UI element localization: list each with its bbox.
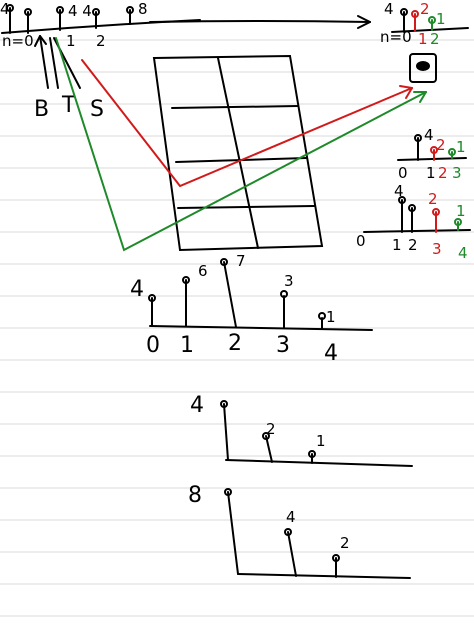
lower-plot-1-val-4: 4 — [190, 393, 204, 418]
lower-plot-2-val-4: 4 — [286, 508, 296, 526]
right-plot-2-tick-2: 2 — [408, 236, 418, 254]
mid-plot-axis — [149, 325, 373, 331]
ruled-lines — [0, 39, 474, 617]
top-right-val-4: 4 — [384, 0, 394, 18]
right-plot-1-tick-0: 0 — [398, 164, 408, 182]
lower-plot-2-val-8: 8 — [188, 483, 202, 508]
right-plot-2-tick-0: 0 — [356, 232, 366, 250]
top-left-signal — [1, 4, 201, 34]
mid-plot-val-3: 3 — [284, 272, 294, 290]
bts-b: B — [34, 97, 49, 122]
mid-plot-tick-2: 2 — [228, 331, 242, 356]
top-right-n-label: n=0 — [380, 28, 412, 46]
lower-plot-2-val-2: 2 — [340, 534, 350, 552]
right-plot-2-tick-4: 4 — [458, 244, 468, 262]
mid-plot — [148, 258, 373, 331]
right-plot-1-val-2: 2 — [436, 136, 446, 154]
red-arrow — [81, 59, 413, 188]
mid-plot-tick-0: 0 — [146, 333, 160, 358]
top-left-val-8: 8 — [138, 0, 148, 18]
bts-t: T — [61, 93, 76, 118]
top-left-val-44: 4 4 — [68, 2, 92, 20]
mid-plot-val-1: 1 — [326, 308, 336, 326]
bts-s: S — [90, 97, 104, 122]
mid-plot-val-6: 6 — [198, 262, 208, 280]
lower-plot-1-val-1: 1 — [316, 432, 326, 450]
right-plot-2-val-4: 4 — [394, 182, 404, 200]
top-right-signal — [391, 8, 469, 33]
top-arrow — [149, 15, 371, 29]
mid-plot-val-4: 4 — [130, 277, 144, 302]
lower-plot-1-axis — [225, 459, 413, 467]
mid-plot-tick-4: 4 — [324, 341, 338, 366]
top-right-red-val: 2 — [420, 0, 430, 18]
right-plot-1-tick-2: 2 — [438, 164, 448, 182]
right-plot-2 — [363, 196, 471, 233]
top-left-idx-1: 1 — [66, 32, 76, 50]
mid-plot-val-7: 7 — [236, 252, 246, 270]
top-left-idx-2: 2 — [96, 32, 106, 50]
mid-plot-tick-1: 1 — [180, 333, 194, 358]
right-plot-1 — [397, 134, 467, 161]
green-arrow — [55, 37, 427, 252]
mid-plot-tick-3: 3 — [276, 333, 290, 358]
right-plot-1-val-4: 4 — [424, 126, 434, 144]
right-plot-1-val-1: 1 — [456, 138, 466, 156]
right-plot-1-tick-1: 1 — [426, 164, 436, 182]
right-plot-2-tick-1: 1 — [392, 236, 402, 254]
lower-plot-1-val-2: 2 — [266, 420, 276, 438]
top-right-green-val: 1 — [436, 10, 446, 28]
small-box-icon — [409, 53, 437, 83]
top-right-idx-1: 1 — [418, 30, 428, 48]
right-plot-1-tick-3: 3 — [452, 164, 462, 182]
top-left-val-4: 4 — [0, 0, 10, 18]
right-plot-2-val-1: 1 — [456, 202, 466, 220]
top-right-idx-2: 2 — [430, 30, 440, 48]
lower-plot-1 — [220, 400, 413, 467]
right-plot-2-val-2: 2 — [428, 190, 438, 208]
right-plot-2-tick-3: 3 — [432, 240, 442, 258]
lower-plot-2-axis — [237, 573, 411, 579]
top-left-n-label: n=0 — [2, 32, 34, 50]
lower-plot-2 — [224, 488, 411, 579]
